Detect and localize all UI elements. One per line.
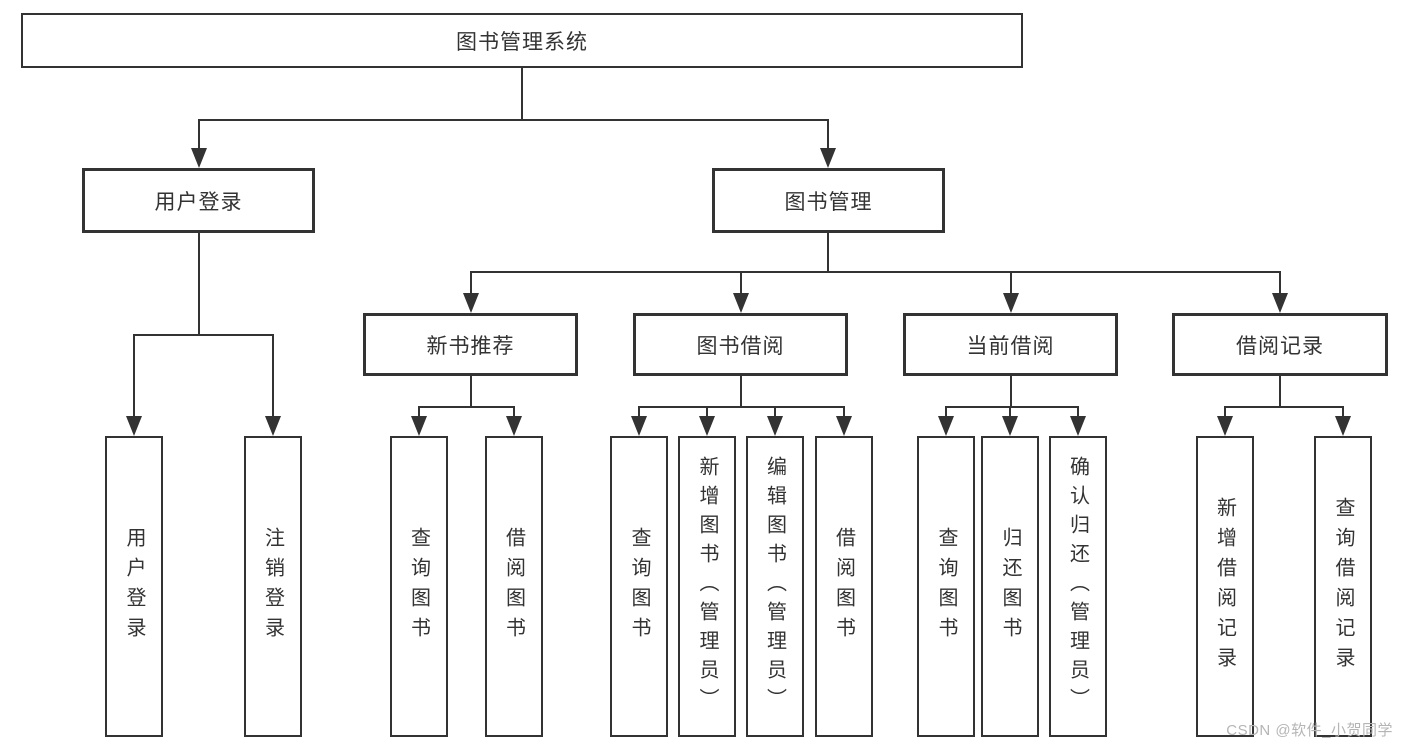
leaf-query-books-current-label: 查询图书 (935, 526, 957, 647)
leaf-query-books-borrow: 查询图书 (610, 436, 668, 737)
connector-to-leaf-rec-borrow-shaft (512, 407, 515, 416)
connector-to-recommend-shaft (469, 272, 472, 293)
connector-recommend-stem (469, 376, 472, 407)
leaf-edit-book-admin-label: 编辑图书（管理员） (763, 456, 786, 717)
leaf-query-borrow-record: 查询借阅记录 (1314, 436, 1372, 737)
leaf-logout: 注销登录 (243, 436, 302, 737)
leaf-borrow-books-label: 借阅图书 (832, 526, 855, 647)
arrow-to-leaf-br-add-icon (1216, 416, 1233, 436)
connector-to-user-login-shaft (197, 120, 200, 148)
node-borrow-records: 借阅记录 (1172, 313, 1388, 376)
connector-records-branch (1223, 406, 1344, 408)
connector-book-management-stem (827, 233, 829, 272)
arrow-to-leaf-cb-query-icon (938, 416, 954, 436)
node-user-login: 用户登录 (82, 168, 315, 233)
leaf-borrow-books: 借阅图书 (814, 436, 873, 737)
connector-to-leaf-cb-query-shaft (945, 407, 947, 416)
leaf-borrow-books-recommend-label: 借阅图书 (502, 526, 525, 647)
arrow-to-leaf-bb-borrow-icon (835, 416, 852, 436)
leaf-edit-book-admin: 编辑图书（管理员） (745, 436, 804, 737)
connector-to-leaf-bb-add-shaft (706, 407, 708, 416)
connector-to-current-shaft (1009, 272, 1012, 293)
connector-to-borrow-shaft (739, 272, 742, 293)
node-user-login-label: 用户登录 (154, 190, 243, 214)
node-current-borrow: 当前借阅 (903, 313, 1118, 376)
arrow-to-leaf-br-query-icon (1335, 416, 1351, 436)
arrow-to-leaf-bb-edit-icon (766, 416, 783, 436)
arrow-to-leaf-cb-return-icon (1002, 416, 1018, 436)
connector-to-records-shaft (1279, 272, 1281, 293)
connector-to-leaf-user-login-shaft (133, 335, 135, 416)
connector-to-leaf-rec-query-shaft (417, 407, 420, 416)
leaf-return-book-label: 归还图书 (999, 526, 1021, 647)
arrow-to-leaf-cb-confirm-icon (1069, 416, 1086, 436)
connector-current-branch (945, 406, 1079, 408)
node-new-book-recommend-label: 新书推荐 (426, 334, 515, 358)
connector-to-leaf-cb-confirm-shaft (1076, 407, 1079, 416)
node-new-book-recommend: 新书推荐 (363, 313, 578, 376)
leaf-logout-label: 注销登录 (261, 526, 284, 647)
connector-to-leaf-logout-shaft (271, 335, 274, 416)
leaf-add-book-admin-label: 新增图书（管理员） (696, 456, 718, 717)
arrow-to-leaf-rec-borrow-icon (505, 416, 522, 436)
connector-borrow-branch (638, 406, 845, 408)
arrow-to-records-icon (1272, 293, 1288, 313)
connector-root-branch (197, 119, 829, 121)
leaf-query-books-borrow-label: 查询图书 (628, 526, 650, 647)
connector-to-leaf-br-add-shaft (1223, 407, 1226, 416)
arrow-to-leaf-bb-add-icon (699, 416, 715, 436)
leaf-confirm-return-admin-label: 确认归还（管理员） (1066, 456, 1089, 717)
node-book-borrow: 图书借阅 (633, 313, 848, 376)
leaf-borrow-books-recommend: 借阅图书 (484, 436, 543, 737)
connector-user-login-stem (197, 233, 200, 335)
arrow-to-leaf-bb-query-icon (631, 416, 647, 436)
connector-to-leaf-br-query-shaft (1342, 407, 1344, 416)
connector-to-leaf-bb-edit-shaft (773, 407, 776, 416)
connector-borrow-stem (739, 376, 742, 407)
node-root: 图书管理系统 (21, 13, 1023, 68)
leaf-user-login-label: 用户登录 (123, 526, 145, 647)
arrow-to-recommend-icon (462, 293, 479, 313)
arrow-to-book-management-icon (820, 148, 836, 168)
leaf-user-login: 用户登录 (105, 436, 163, 737)
arrow-to-leaf-logout-icon (264, 416, 281, 436)
leaf-confirm-return-admin: 确认归还（管理员） (1048, 436, 1107, 737)
leaf-query-borrow-record-label: 查询借阅记录 (1332, 496, 1354, 677)
connector-to-leaf-cb-return-shaft (1009, 407, 1011, 416)
node-current-borrow-label: 当前借阅 (966, 334, 1055, 358)
connector-records-stem (1279, 376, 1281, 407)
arrow-to-leaf-rec-query-icon (410, 416, 427, 436)
arrow-to-user-login-icon (190, 148, 207, 168)
leaf-add-borrow-record: 新增借阅记录 (1195, 436, 1254, 737)
node-root-label: 图书管理系统 (456, 30, 588, 54)
leaf-add-book-admin: 新增图书（管理员） (678, 436, 736, 737)
connector-user-login-branch (133, 334, 274, 336)
watermark: CSDN @软件_小贺同学 (1226, 722, 1393, 739)
arrow-to-current-icon (1002, 293, 1019, 313)
leaf-query-books-recommend: 查询图书 (389, 436, 448, 737)
connector-recommend-branch (417, 406, 515, 408)
connector-root-stem (521, 68, 523, 120)
arrow-to-leaf-user-login-icon (126, 416, 142, 436)
node-borrow-records-label: 借阅记录 (1236, 334, 1324, 358)
arrow-to-borrow-icon (732, 293, 749, 313)
connector-to-leaf-bb-query-shaft (638, 407, 640, 416)
leaf-add-borrow-record-label: 新增借阅记录 (1213, 496, 1236, 677)
connector-book-management-branch (469, 271, 1281, 273)
connector-to-book-management-shaft (827, 120, 829, 148)
leaf-return-book: 归还图书 (981, 436, 1039, 737)
connector-current-stem (1009, 376, 1012, 407)
node-book-borrow-label: 图书借阅 (696, 334, 785, 358)
node-book-management-label: 图书管理 (784, 190, 873, 214)
leaf-query-books-current: 查询图书 (917, 436, 975, 737)
node-book-management: 图书管理 (712, 168, 945, 233)
leaf-query-books-recommend-label: 查询图书 (407, 526, 430, 647)
connector-to-leaf-bb-borrow-shaft (842, 407, 845, 416)
